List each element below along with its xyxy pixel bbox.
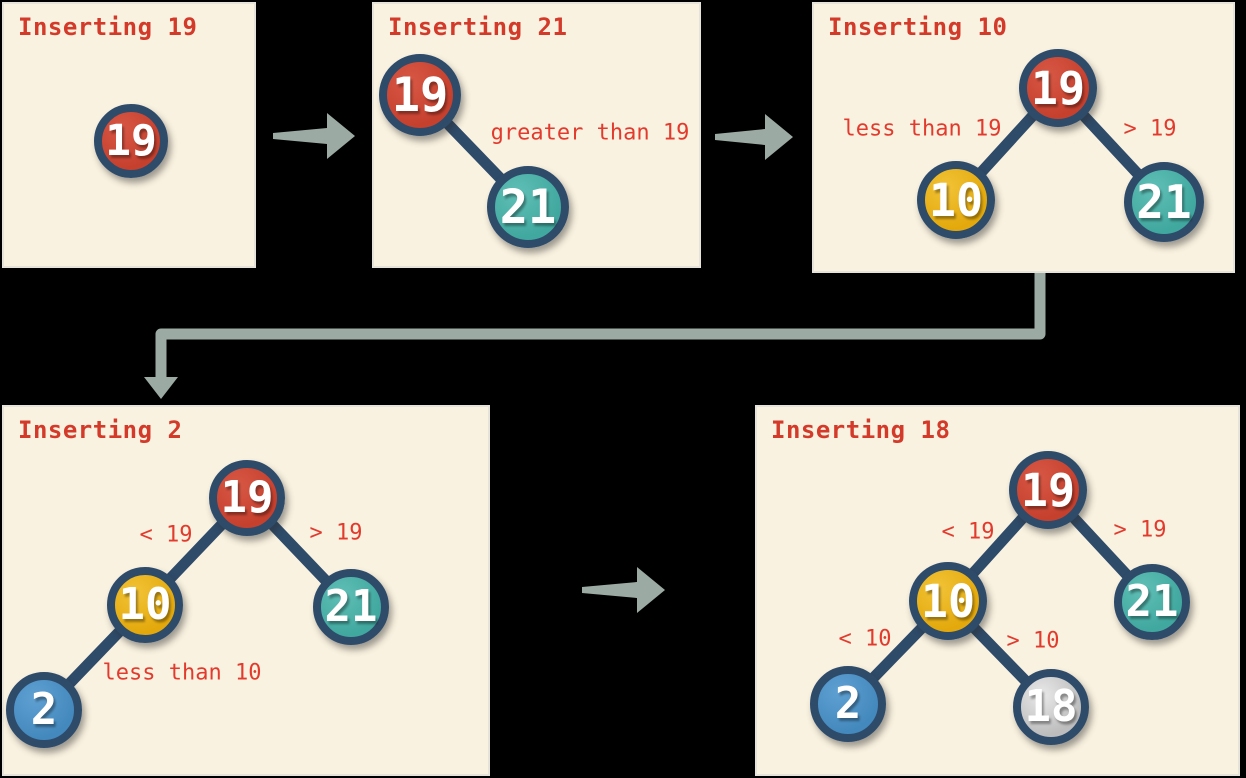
tree-node-10: 10: [917, 161, 995, 239]
tree-node-2: 2: [6, 672, 82, 748]
tree-node-19: 19: [1009, 451, 1087, 529]
tree-node-19: 19: [379, 54, 461, 136]
edge-label: > 19: [1113, 517, 1167, 543]
tree-node-21: 21: [313, 569, 389, 645]
edge-label: less than 19: [842, 116, 1002, 142]
tree-node-19: 19: [1019, 49, 1097, 127]
edge-label: > 10: [1006, 628, 1060, 654]
edge-label: > 19: [309, 520, 363, 546]
edge-label: < 19: [139, 522, 193, 548]
flow-arrow-4-to-5: [582, 567, 665, 613]
tree-node-2: 2: [810, 666, 886, 742]
panel-title: Inserting 10: [828, 13, 1008, 41]
panel-title: Inserting 2: [18, 416, 183, 444]
flow-connector-3-to-4-arrowhead-icon: [144, 377, 178, 399]
tree-node-19: 19: [94, 104, 168, 178]
edge-label: < 10: [838, 626, 892, 652]
edge-label: < 19: [941, 519, 995, 545]
flow-arrow-1-to-2: [273, 113, 355, 159]
tree-node-21: 21: [1114, 564, 1190, 640]
edge-label: less than 10: [102, 660, 262, 686]
tree-node-21: 21: [487, 166, 569, 248]
panel-title: Inserting 19: [18, 13, 198, 41]
tree-node-18: 18: [1013, 669, 1089, 745]
tree-node-19: 19: [209, 460, 285, 536]
panel-title: Inserting 21: [388, 13, 568, 41]
flow-connector-3-to-4: [155, 273, 1046, 380]
flow-arrow-2-to-3: [715, 114, 793, 160]
tree-node-10: 10: [107, 567, 183, 643]
panel-title: Inserting 18: [771, 416, 951, 444]
tree-node-21: 21: [1124, 162, 1204, 242]
edge-label: greater than 19: [490, 120, 690, 146]
tree-node-10: 10: [909, 562, 987, 640]
edge-label: > 19: [1123, 116, 1177, 142]
